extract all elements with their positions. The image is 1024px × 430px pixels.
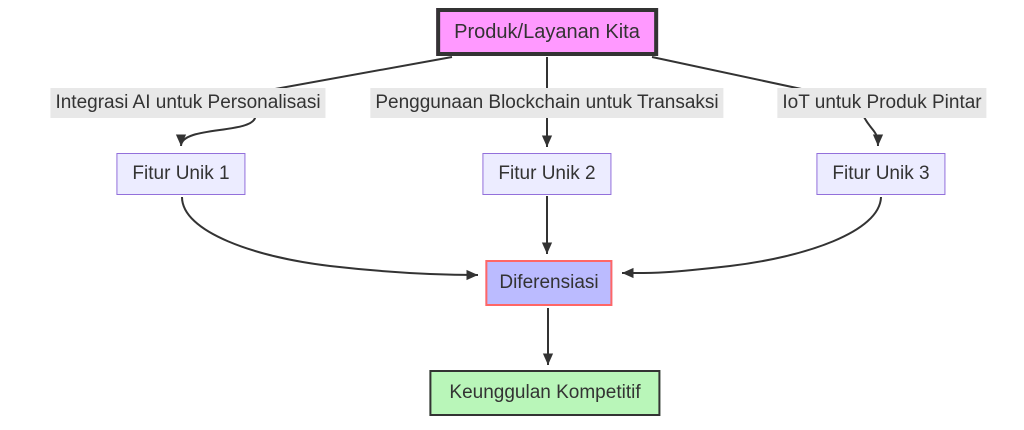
edge-fitur3-to-diferensiasi [621, 196, 882, 279]
node-fitur-unik-1: Fitur Unik 1 [116, 153, 246, 195]
node-produk-layanan-kita: Produk/Layanan Kita [436, 8, 658, 56]
edge-label-blockchain: Penggunaan Blockchain untuk Transaksi [370, 88, 724, 118]
edge-label-iot: IoT untuk Produk Pintar [777, 88, 987, 118]
node-fitur-unik-3: Fitur Unik 3 [816, 153, 946, 195]
node-keunggulan-kompetitif: Keunggulan Kompetitif [429, 370, 661, 416]
edge-label-integrasi-ai: Integrasi AI untuk Personalisasi [50, 88, 326, 118]
edge-produk-to-fitur1 [175, 56, 453, 147]
node-fitur-unik-2: Fitur Unik 2 [482, 153, 612, 195]
edge-fitur1-to-diferensiasi [181, 196, 479, 281]
node-diferensiasi: Diferensiasi [485, 260, 613, 306]
